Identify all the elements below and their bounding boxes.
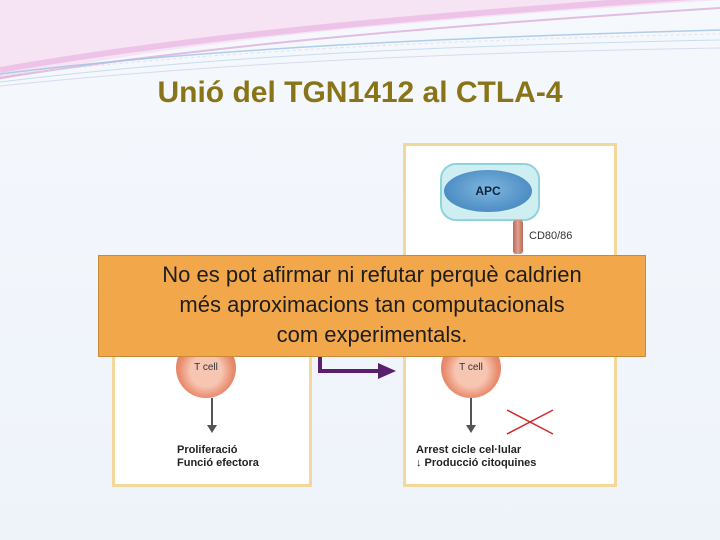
right-outcome-line-2: ↓ Producció citoquines	[416, 457, 537, 469]
arrowhead-down-right-icon	[466, 425, 476, 433]
callout-line-3: com experimentals.	[276, 322, 468, 347]
callout-box: No es pot afirmar ni refutar perquè cald…	[98, 255, 646, 357]
inhibition-cross-icon	[506, 409, 554, 435]
arrow-line-left	[211, 398, 213, 426]
right-outcome-line-1: Arrest cicle cel·lular	[416, 444, 522, 456]
apc-cell: APC	[444, 170, 532, 212]
right-outcome-caption: Arrest cicle cel·lular ↓ Producció citoq…	[416, 444, 536, 470]
decorative-swoosh	[0, 0, 720, 87]
left-outcome-line-2: Funció efectora	[177, 457, 259, 469]
left-outcome-caption: Proliferació Funció efectora	[177, 444, 259, 470]
arrowhead-down-left-icon	[207, 425, 217, 433]
transition-arrow-icon	[318, 357, 396, 379]
receptor-label: CD80/86	[529, 230, 573, 242]
slide-title: Unió del TGN1412 al CTLA-4	[157, 76, 563, 109]
t-cell-right-label: T cell	[459, 362, 483, 373]
callout-line-1: No es pot afirmar ni refutar perquè cald…	[162, 262, 582, 287]
left-outcome-line-1: Proliferació	[177, 444, 238, 456]
t-cell-left-label: T cell	[194, 362, 218, 373]
cd80-86-receptor	[513, 220, 523, 254]
arrow-line-right	[470, 398, 472, 426]
callout-line-2: més aproximacions tan computacionals	[179, 292, 565, 317]
